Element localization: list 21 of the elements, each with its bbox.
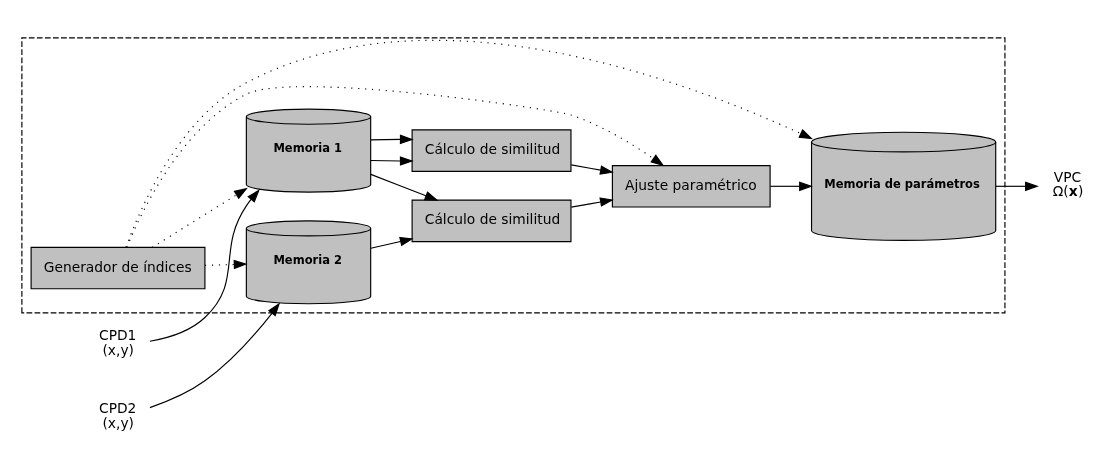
arrow [370, 173, 439, 201]
arrow [370, 155, 414, 166]
arrow [149, 302, 281, 408]
arrow [570, 196, 614, 208]
node-text: CPD1 (x,y) [99, 326, 137, 358]
arrow [570, 163, 614, 175]
node-box: Ajuste paramétrico [611, 164, 771, 208]
node-text: VPC Ω(x) [1052, 168, 1084, 199]
arrow [769, 180, 813, 191]
arrow [149, 188, 260, 342]
node-box: Cálculo de similitud [411, 199, 572, 242]
arrow [151, 187, 248, 248]
arrow [370, 236, 414, 249]
arrow [126, 85, 665, 248]
node-text: CPD2 (x,y) [99, 399, 137, 431]
node-box: Generador de índices [30, 246, 206, 289]
arrow [370, 134, 414, 144]
node-box: Cálculo de similitud [411, 128, 572, 172]
arrow [995, 180, 1039, 191]
arrow [125, 39, 813, 248]
arrow [204, 259, 248, 269]
